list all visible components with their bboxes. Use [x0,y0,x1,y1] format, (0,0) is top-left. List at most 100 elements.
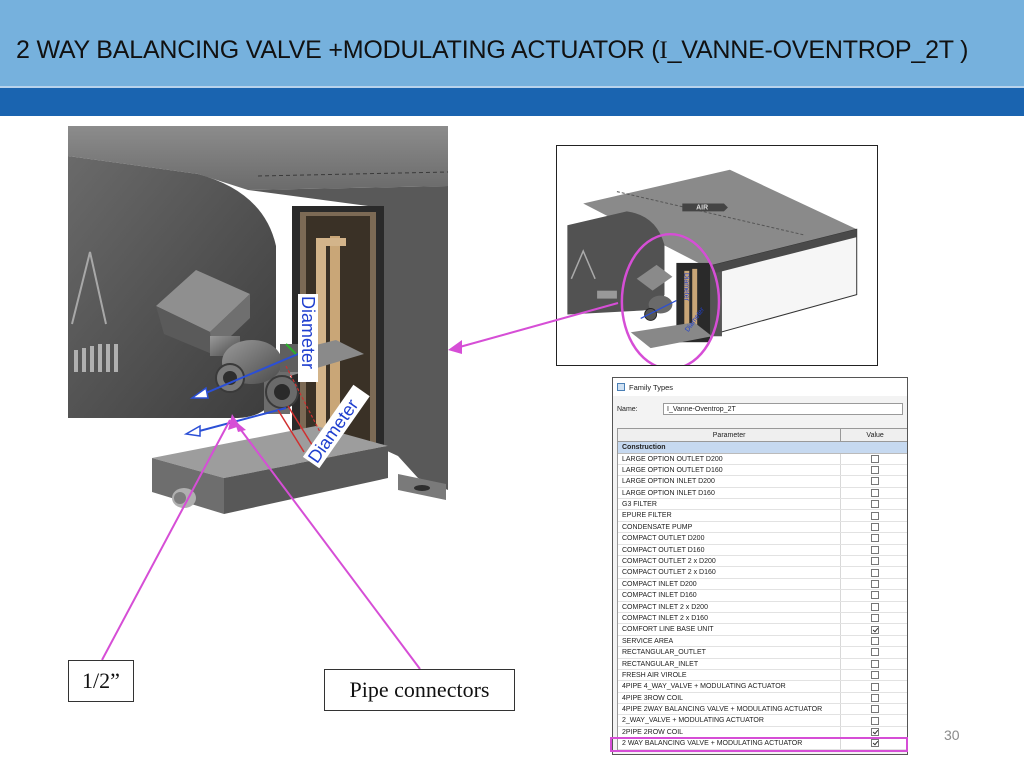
parameter-checkbox[interactable] [871,523,880,532]
callout-pipe-connectors: Pipe connectors [324,669,515,711]
parameter-row[interactable]: COMPACT INLET 2 x D200 [618,601,907,613]
parameter-row[interactable]: EPURE FILTER [618,510,907,522]
parameter-checkbox[interactable] [871,659,880,668]
thumb-highlight-ellipse [620,232,721,365]
parameter-checkbox[interactable] [871,591,880,600]
parameter-name: COMPACT INLET 2 x D160 [618,612,842,624]
parameter-value-cell [841,533,907,543]
parameter-name: COMPACT OUTLET D200 [618,533,842,544]
parameter-checkbox[interactable] [871,682,880,691]
diameter-label-vertical: Diameter [298,296,318,369]
parameter-name: 2 WAY BALANCING VALVE + MODULATING ACTUA… [618,738,842,749]
family-types-icon [617,383,625,391]
parameter-value-cell [841,681,907,691]
parameter-row[interactable]: RECTANGULAR_OUTLET [618,647,907,659]
parameter-row[interactable]: COMPACT OUTLET D160 [618,544,907,557]
parameter-name: COMPACT INLET D160 [618,590,842,601]
parameter-name: 2PIPE 2ROW COIL [618,726,842,738]
parameter-row[interactable]: CONDENSATE PUMP [618,521,907,534]
air-label: AIR [696,204,708,211]
parameter-row[interactable]: COMPACT INLET 2 x D160 [618,612,907,625]
parameter-value-cell [841,715,907,725]
parameter-row[interactable]: LARGE OPTION INLET D200 [618,476,907,488]
parameter-name: COMPACT OUTLET 2 x D200 [618,556,842,567]
parameter-row[interactable]: 4PIPE 4_WAY_VALVE + MODULATING ACTUATOR [618,681,907,693]
parameter-checkbox[interactable] [871,602,880,611]
column-header-value[interactable]: Value [866,431,884,439]
parameter-value-cell [841,624,907,634]
parameter-checkbox[interactable] [871,739,880,748]
parameter-checkbox[interactable] [871,454,880,463]
parameter-name: COMPACT OUTLET 2 x D160 [618,567,842,578]
parameter-value-cell [841,647,907,657]
parameter-name: 4PIPE 4_WAY_VALVE + MODULATING ACTUATOR [618,681,842,692]
parameter-checkbox[interactable] [871,477,880,486]
title-main: 2 WAY BALANCING VALVE +MODULATING ACTUAT… [16,36,660,64]
parameter-checkbox[interactable] [871,625,880,634]
header-bar: 2 WAY BALANCING VALVE +MODULATING ACTUAT… [0,0,1024,86]
parameter-name: FRESH AIR VIROLE [618,669,842,681]
parameter-checkbox[interactable] [871,671,880,680]
parameter-name: COMPACT INLET D200 [618,578,842,590]
parameter-row[interactable]: COMPACT INLET D200 [618,578,907,591]
parameter-row[interactable]: COMPACT OUTLET 2 x D160 [618,567,907,579]
parameter-name: LARGE OPTION OUTLET D160 [618,464,842,476]
parameter-checkbox[interactable] [871,500,880,509]
parameter-name: RECTANGULAR_OUTLET [618,647,842,658]
grid-header: Parameter Value [618,429,907,442]
page-number: 30 [944,727,960,743]
parameter-checkbox[interactable] [871,728,880,737]
slide-title: 2 WAY BALANCING VALVE +MODULATING ACTUAT… [16,36,968,65]
parameter-name: COMFORT LINE BASE UNIT [618,624,842,635]
parameter-row[interactable]: COMPACT OUTLET 2 x D200 [618,556,907,568]
parameter-row[interactable]: 4PIPE 2WAY BALANCING VALVE + MODULATING … [618,704,907,716]
parameter-row[interactable]: LARGE OPTION OUTLET D200 [618,453,907,465]
parameter-checkbox[interactable] [871,511,880,520]
parameter-checkbox[interactable] [871,716,880,725]
parameter-row[interactable]: COMFORT LINE BASE UNIT [618,624,907,636]
parameter-row[interactable]: RECTANGULAR_INLET [618,658,907,670]
parameter-row[interactable]: FRESH AIR VIROLE [618,669,907,682]
parameter-value-cell [841,727,907,737]
parameter-checkbox[interactable] [871,693,880,702]
parameter-checkbox[interactable] [871,614,880,623]
parameter-checkbox[interactable] [871,568,880,577]
unit-overview-thumbnail: AIR Diameter Diameter [556,145,878,366]
parameter-value-cell [841,590,907,600]
parameter-value-cell [841,659,907,669]
parameter-checkbox[interactable] [871,705,880,714]
parameter-row[interactable]: COMPACT OUTLET D200 [618,533,907,545]
parameter-name: 4PIPE 3ROW COIL [618,692,842,704]
parameter-value-cell [841,510,907,520]
callout-half-inch-text: 1/2” [82,668,120,693]
parameter-row[interactable]: 2_WAY_VALVE + MODULATING ACTUATOR [618,715,907,727]
parameter-name: CONDENSATE PUMP [618,521,842,533]
selected-row-highlight [610,737,908,752]
parameter-name: COMPACT INLET 2 x D200 [618,601,842,612]
parameter-checkbox[interactable] [871,545,880,554]
parameter-checkbox[interactable] [871,636,880,645]
parameter-checkbox[interactable] [871,466,880,475]
parameter-checkbox[interactable] [871,648,880,657]
parameter-value-cell [841,704,907,714]
parameter-row[interactable]: COMPACT INLET D160 [618,590,907,602]
parameter-row[interactable]: LARGE OPTION OUTLET D160 [618,464,907,477]
parameter-row[interactable]: G3 FILTER [618,499,907,511]
parameter-name: SERVICE AREA [618,635,842,647]
parameter-row[interactable]: 4PIPE 3ROW COIL [618,692,907,705]
parameter-value-cell [841,602,907,612]
parameter-checkbox[interactable] [871,488,880,497]
group-construction[interactable]: Construction [618,442,907,454]
parameter-value-cell [841,499,907,509]
column-header-parameter[interactable]: Parameter [618,429,842,441]
parameter-name: G3 FILTER [618,499,842,510]
parameter-checkbox[interactable] [871,557,880,566]
family-types-dialog: Family Types Name: I_Vanne-Oventrop_2T P… [612,377,908,755]
parameter-checkbox[interactable] [871,579,880,588]
family-name-row: Name: I_Vanne-Oventrop_2T [613,396,907,422]
parameter-row[interactable]: LARGE OPTION INLET D160 [618,487,907,500]
parameter-row[interactable]: SERVICE AREA [618,635,907,648]
name-select[interactable]: I_Vanne-Oventrop_2T [663,403,903,415]
parameter-checkbox[interactable] [871,534,880,543]
parameter-row[interactable]: 2 WAY BALANCING VALVE + MODULATING ACTUA… [618,738,907,750]
